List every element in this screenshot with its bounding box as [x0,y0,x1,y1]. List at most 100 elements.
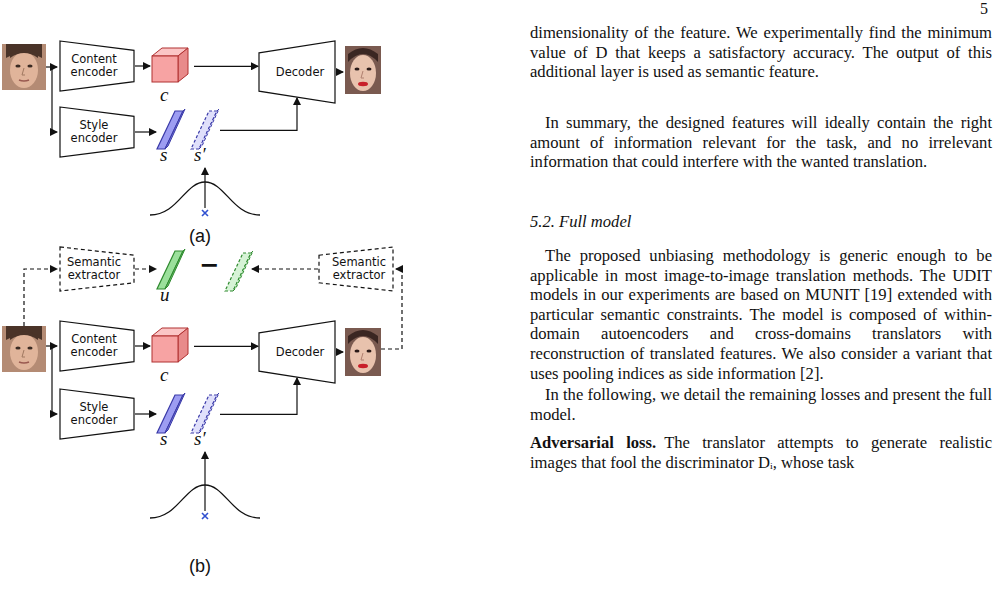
feature-bar-side [199,393,219,433]
feature-bar-side [165,249,185,289]
feature-symbol: c [160,86,168,104]
feature-bar [157,111,183,149]
cube-side [178,328,188,362]
trapezoid [60,107,134,157]
trapezoid [60,321,134,371]
feature-bar [157,251,183,289]
feature-bar-side [199,109,219,149]
feature-bar-side [165,109,185,149]
output-face [345,46,381,94]
text-holder: Decoder [258,320,336,384]
sample-arrow [204,168,205,208]
output-arrow [336,71,343,72]
feature-node: c [150,46,194,104]
feature-bar [157,395,183,433]
feature-node: s′ [190,108,220,164]
connector-arrow [135,65,150,66]
cube-side [178,48,188,82]
block-label: Semantic extractor [64,256,124,282]
connector-arrow [135,131,156,132]
body-text: 5.2. Full model [530,212,992,232]
trapezoid [60,41,134,91]
connector-arrow [135,345,150,346]
feature-node: s [156,108,184,164]
cube-front [152,336,178,362]
dashed-arrow [24,269,57,326]
connector-arrow [194,66,258,67]
feature-bar [225,253,251,291]
connector-arrow [220,98,297,130]
trapezoid [259,41,335,103]
feature-symbol: c [160,366,168,384]
text-holder: Semantic extractor [59,246,135,292]
sample-arrow [204,452,205,511]
text-holder: Style encoder [59,106,135,158]
network-block: Semantic extractor [318,246,394,292]
dashed-arrow [252,268,318,269]
sample-mark [202,513,208,519]
paragraph-heading: Adversarial loss. [530,433,656,452]
network-block: Semantic extractor [59,246,135,292]
network-block: Style encoder [59,106,135,158]
body-text: The proposed unbiasing methodology is ge… [530,246,992,383]
cube-front [152,56,178,82]
feature-node: s [156,392,184,448]
block-label: Decoder [270,66,330,79]
label: − [199,251,219,279]
block-label: Semantic extractor [329,256,389,282]
body-text: In summary, the designed features will i… [530,113,992,172]
input-face [2,44,46,90]
node-outline [150,46,194,104]
feature-bar-side [165,393,185,433]
trapezoid [319,247,393,291]
feature-symbol: s′ [194,430,206,448]
feature-bar-side [233,251,253,291]
trapezoid [60,389,134,439]
feature-symbol: s′ [194,146,206,164]
block-label: Decoder [270,346,330,359]
network-block: Content encoder [59,320,135,372]
body-text: dimensionality of the feature. We experi… [530,23,992,82]
input-face [2,326,46,372]
network-block: Decoder [258,320,336,384]
translated-semantic-feature [225,251,253,291]
label: 5 [980,0,988,18]
text-holder: Decoder [258,40,336,104]
body-text: In the following, we detail the remainin… [530,385,992,424]
feature-symbol: s [160,430,167,448]
text-holder: Content encoder [59,320,135,372]
output-arrow [336,351,343,352]
connector-arrow [135,268,156,269]
trapezoid [60,247,134,291]
feature-symbol: s [160,146,167,164]
feature-node: c [150,326,194,384]
feature-symbol: u [160,286,170,304]
sample-mark [202,210,208,216]
trapezoid [259,321,335,383]
feature-node: u [156,248,184,304]
label: (a) [170,226,230,247]
block-label: Content encoder [64,53,124,79]
output-face [345,328,381,376]
label: (b) [170,556,230,577]
connector-arrow [135,413,156,414]
input-arrow [52,346,57,414]
feature-bar [191,395,217,433]
block-label: Content encoder [64,333,124,359]
network-block: Content encoder [59,40,135,92]
connector-arrow [194,346,258,347]
text-holder: Content encoder [59,40,135,92]
body-paragraph: Adversarial loss.The translator attempts… [530,433,992,472]
text-holder: Semantic extractor [318,246,394,292]
connector-arrow [220,378,297,414]
block-label: Style encoder [64,119,124,145]
feature-bar [191,111,217,149]
node-outline [150,326,194,384]
input-arrow [52,67,57,132]
network-block: Decoder [258,40,336,104]
network-block: Style encoder [59,388,135,440]
feature-node: s′ [190,392,220,448]
text-holder: Style encoder [59,388,135,440]
